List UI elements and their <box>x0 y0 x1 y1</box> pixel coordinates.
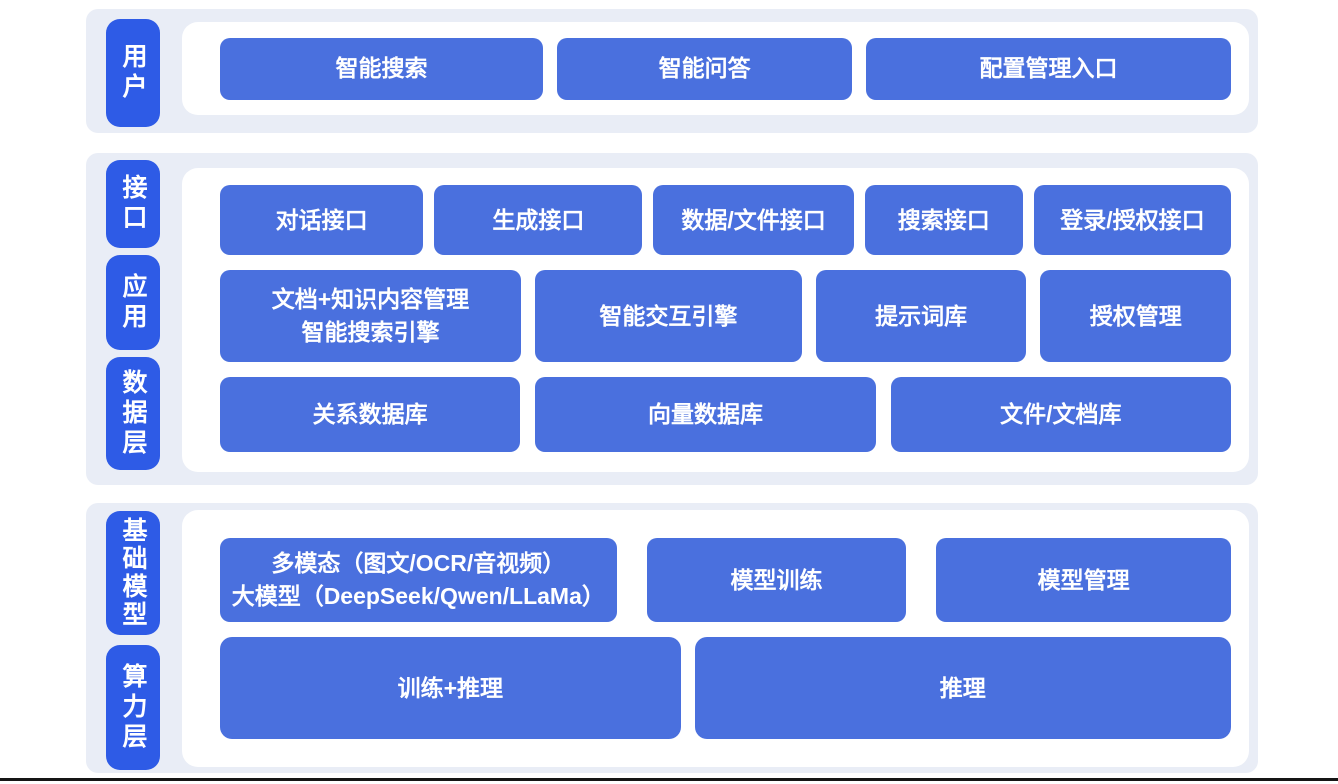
node-training-plus-inference: 训练+推理 <box>220 637 681 739</box>
node-inference: 推理 <box>694 637 1231 739</box>
node-login-auth-api: 登录/授权接口 <box>1033 185 1231 255</box>
band-interface-app-data-layer: 接口 应用 数据层 对话接口 生成接口 数据/文件接口 搜索接口 登录/授权接口… <box>86 153 1258 485</box>
panel-model-compute: 多模态（图文/OCR/音视频） 大模型（DeepSeek/Qwen/LLaMa）… <box>182 510 1249 767</box>
side-label-data-layer: 数据层 <box>106 357 160 470</box>
node-smart-search: 智能搜索 <box>220 37 544 100</box>
node-doc-knowledge-search-engine: 文档+知识内容管理 智能搜索引擎 <box>220 270 521 362</box>
gap <box>543 38 557 100</box>
node-authorization-management: 授权管理 <box>1040 270 1232 362</box>
gap <box>852 38 866 100</box>
row-applications: 文档+知识内容管理 智能搜索引擎 智能交互引擎 提示词库 授权管理 <box>182 270 1249 362</box>
band-user-layer: 用户 智能搜索 智能问答 配置管理入口 <box>86 9 1258 133</box>
node-line1: 文档+知识内容管理 <box>271 286 470 313</box>
node-smart-interaction-engine: 智能交互引擎 <box>534 270 802 362</box>
node-dialog-api: 对话接口 <box>220 185 424 255</box>
row-compute: 训练+推理 推理 <box>182 637 1249 739</box>
band-model-compute-layer: 基础模型 算力层 多模态（图文/OCR/音视频） 大模型（DeepSeek/Qw… <box>86 503 1258 773</box>
side-label-base-model: 基础模型 <box>106 511 160 635</box>
node-config-management-entry: 配置管理入口 <box>866 37 1231 100</box>
row-models: 多模态（图文/OCR/音视频） 大模型（DeepSeek/Qwen/LLaMa）… <box>182 538 1249 622</box>
node-multimodal-llm: 多模态（图文/OCR/音视频） 大模型（DeepSeek/Qwen/LLaMa） <box>220 538 617 622</box>
side-label-interface: 接口 <box>106 160 160 248</box>
side-label-compute-layer: 算力层 <box>106 645 160 770</box>
bottom-divider-line <box>0 778 1338 781</box>
node-line1: 多模态（图文/OCR/音视频） <box>271 550 566 577</box>
node-file-document-store: 文件/文档库 <box>890 377 1231 452</box>
node-line2: 智能搜索引擎 <box>301 319 440 345</box>
side-label-user: 用户 <box>106 19 160 127</box>
row-interfaces: 对话接口 生成接口 数据/文件接口 搜索接口 登录/授权接口 <box>182 185 1249 255</box>
node-line2: 大模型（DeepSeek/Qwen/LLaMa） <box>231 583 605 609</box>
panel-interface-app-data: 对话接口 生成接口 数据/文件接口 搜索接口 登录/授权接口 文档+知识内容管理… <box>182 168 1249 472</box>
node-smart-qa: 智能问答 <box>557 37 853 100</box>
node-vector-database: 向量数据库 <box>535 377 876 452</box>
node-data-file-api: 数据/文件接口 <box>653 185 854 255</box>
row-data-stores: 关系数据库 向量数据库 文件/文档库 <box>182 377 1249 452</box>
row-user-entries: 智能搜索 智能问答 配置管理入口 <box>182 37 1249 100</box>
node-prompt-library: 提示词库 <box>815 270 1027 362</box>
node-model-management: 模型管理 <box>936 538 1231 622</box>
side-label-application: 应用 <box>106 255 160 350</box>
node-model-training: 模型训练 <box>646 538 907 622</box>
panel-user-layer: 智能搜索 智能问答 配置管理入口 <box>182 22 1249 115</box>
node-search-api: 搜索接口 <box>864 185 1023 255</box>
node-generation-api: 生成接口 <box>434 185 643 255</box>
node-relational-database: 关系数据库 <box>220 377 521 452</box>
